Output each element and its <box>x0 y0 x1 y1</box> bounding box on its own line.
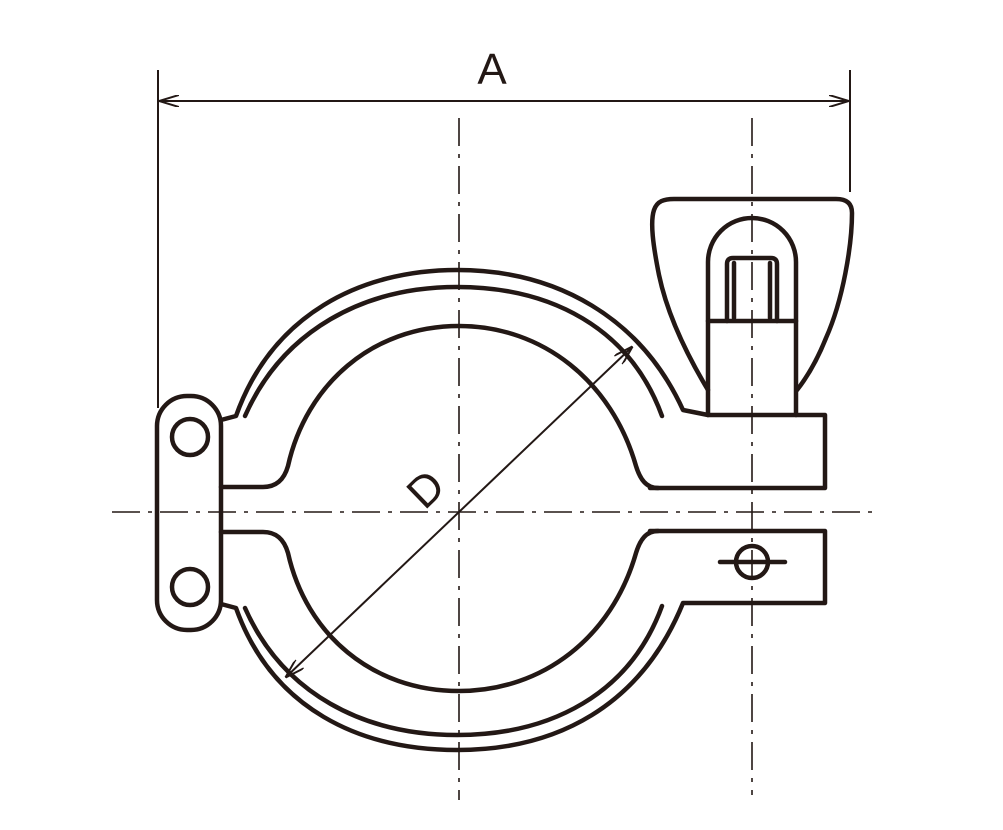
lower-clamp-half <box>218 528 828 753</box>
hinge-plate <box>154 393 224 633</box>
dimension-label-d: D <box>397 461 454 518</box>
hinge-link <box>154 393 224 633</box>
upper-half-bore <box>218 323 661 491</box>
dimension-line-d <box>286 347 632 677</box>
hinge-pin-upper <box>169 416 211 458</box>
eye-bolt-slot <box>724 255 780 324</box>
hinge-pin-lower <box>169 566 211 608</box>
dimension-a: A <box>157 45 851 408</box>
lower-half-outer <box>218 528 828 753</box>
wing-nut-body <box>649 196 855 393</box>
eye-bolt <box>705 215 799 418</box>
upper-half-outer <box>218 267 828 491</box>
wing-nut <box>649 196 855 418</box>
dimension-label-a: A <box>477 45 507 94</box>
